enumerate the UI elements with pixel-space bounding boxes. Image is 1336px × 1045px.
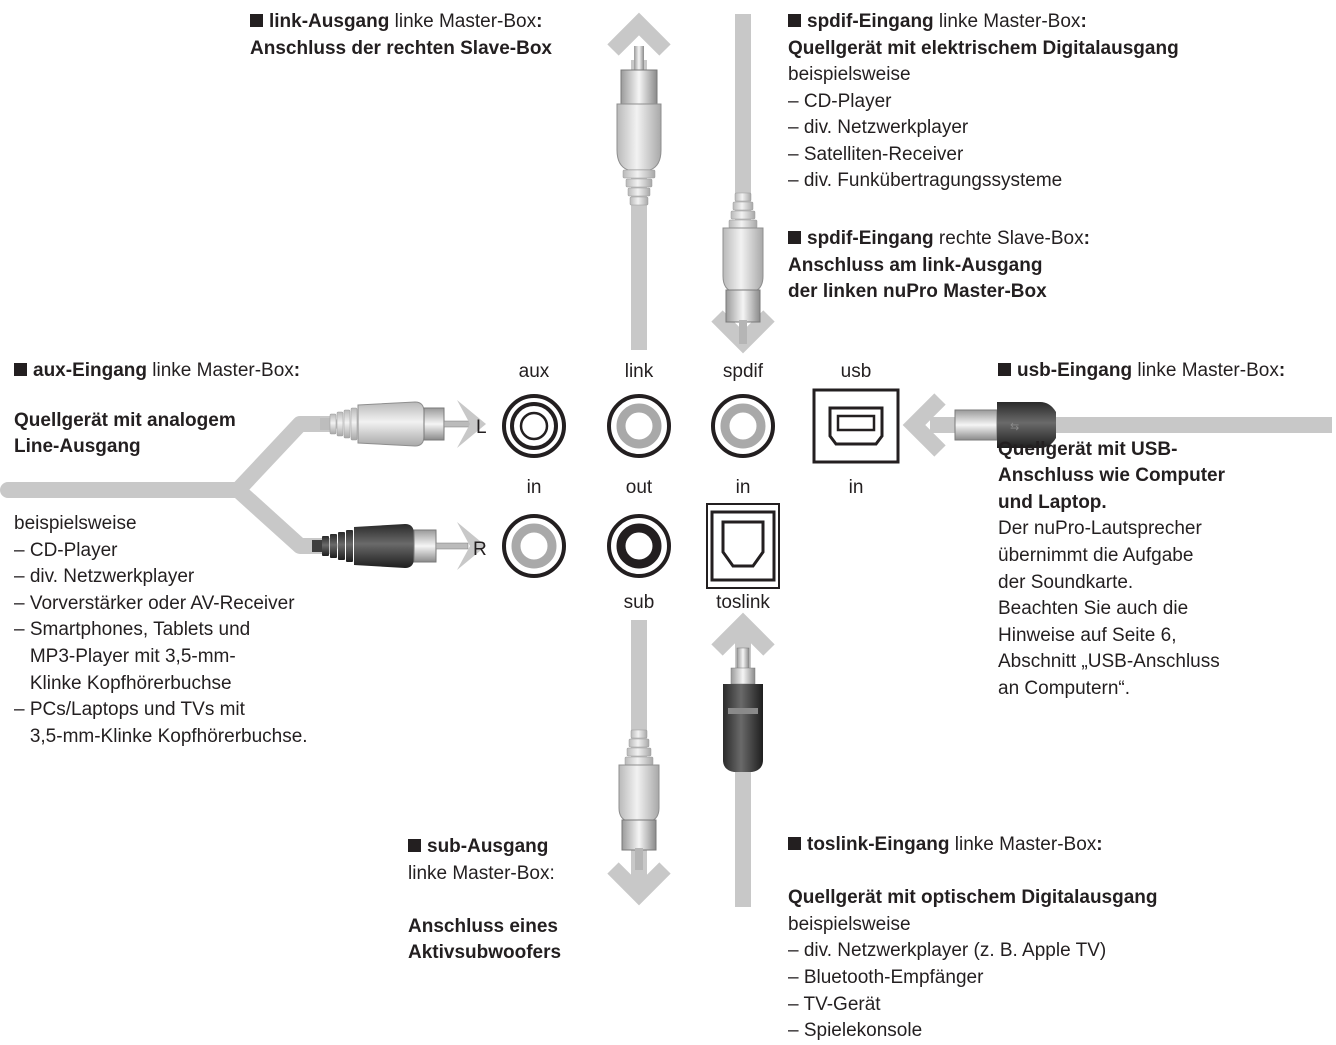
toslink-input-description: toslink-Eingang linke Master-Box: Quellg… [788,832,1158,1045]
link-output-cable [607,12,671,350]
square-bullet-icon [788,14,801,27]
square-bullet-icon [788,837,801,850]
text-line: Quellgerät mit elektrischem Digitalausga… [788,37,1179,59]
sub-output-description: sub-Ausgang linke Master-Box: Anschluss … [408,834,561,967]
text-line: Der nuPro-Lautsprecher [998,518,1202,540]
text-line: Aktivsubwoofers [408,942,562,963]
text-line: – div. Netzwerkplayer [788,117,969,138]
block-heading: link-Ausgang linke Master-Box: [250,9,552,36]
text-line: 3,5-mm-Klinke Kopfhörerbuchse. [14,725,308,747]
text-line: – Smartphones, Tablets und [14,619,251,641]
port-label-link: link [624,361,654,382]
sub-output-cable [607,620,671,906]
text-line: linke Master-Box: [408,862,555,884]
block-heading: usb-Eingang linke Master-Box: [998,358,1285,385]
text-line: Anschluss wie Computer [998,465,1225,487]
aux-examples-list: beispielsweise – CD-Player – div. Netzwerk… [14,511,308,750]
block-heading: aux-Eingang linke Master-Box: [14,358,300,384]
aux-right-socket [502,514,566,578]
aux-left-socket [502,394,566,458]
text-line: Quellgerät mit optischem Digitalausgang [788,887,1158,909]
text-line: beispielsweise [14,513,137,534]
square-bullet-icon [788,231,801,244]
usb-cable: ⇆ [902,393,1332,457]
rca-plug-aux-right [312,524,469,568]
text-line: Klinke Kopfhörerbuchse [14,672,232,694]
text-line: – Spielekonsole [788,1020,923,1042]
port-label-aux-in: in [526,477,542,498]
text-line: – CD-Player [14,539,118,561]
text-line: an Computern“. [998,677,1131,699]
toslink-cable [711,612,775,907]
text-line: Anschluss am link-Ausgang [788,254,1043,276]
port-label-sub: sub [623,592,655,613]
port-label-spdif: spdif [722,361,764,382]
square-bullet-icon [14,363,27,376]
text-line: – PCs/Laptops und TVs mit [14,699,245,721]
block-heading: spdif-Eingang linke Master-Box: [788,9,1179,36]
text-line: Beachten Sie auch die [998,598,1189,620]
text-line: der linken nuPro Master-Box [788,281,1047,302]
port-label-toslink: toslink [716,592,770,613]
text-line: – Satelliten-Receiver [788,143,964,165]
port-label-aux: aux [518,361,550,382]
text-line: Line-Ausgang [14,436,141,457]
channel-label-left: L [476,417,487,438]
text-line: Hinweise auf Seite 6, [998,624,1177,646]
usb-input-description: usb-Eingang linke Master-Box: Quellgerät… [998,358,1285,703]
text-line: – Vorverstärker oder AV-Receiver [14,592,295,614]
text-line: Quellgerät mit USB- [998,438,1178,460]
link-socket [607,394,671,458]
text-line: Anschluss der rechten Slave-Box [250,37,552,59]
text-line: übernimmt die Aufgabe [998,544,1194,566]
link-output-description: link-Ausgang linke Master-Box: Anschluss… [250,9,552,62]
port-label-link-out: out [625,477,653,498]
square-bullet-icon [408,839,421,852]
port-label-usb: usb [840,361,872,382]
text-line: MP3-Player mit 3,5-mm- [14,645,236,667]
arrow-left-icon [457,522,486,570]
block-heading: sub-Ausgang [408,834,561,861]
usb-b-socket-icon [812,388,900,464]
port-label-spdif-in: in [735,477,751,498]
text-line [788,859,1158,886]
channel-label-right: R [473,539,487,560]
block-heading: spdif-Eingang rechte Slave-Box: [788,226,1090,253]
text-line: beispielsweise [788,64,911,85]
text-line [408,887,561,914]
text-line: und Laptop. [998,491,1107,513]
text-line: der Soundkarte. [998,571,1134,593]
text-line: – Bluetooth-Empfänger [788,966,984,988]
text-line: Abschnitt „USB-Anschluss [998,651,1220,673]
svg-text:⇆: ⇆ [1010,420,1019,433]
arrow-left-icon [457,400,486,448]
text-line: – CD-Player [788,90,892,112]
square-bullet-icon [250,14,263,27]
spdif-socket [711,394,775,458]
port-label-usb-in: in [848,477,864,498]
text-line: – div. Netzwerkplayer (z. B. Apple TV) [788,940,1107,962]
sub-socket [607,514,671,578]
square-bullet-icon [998,363,1011,376]
text-line: Quellgerät mit analogem [14,410,236,431]
aux-input-description: aux-Eingang linke Master-Box: Quellgerät… [14,358,300,460]
text-line: – div. Netzwerkplayer [14,566,195,588]
block-heading: toslink-Eingang linke Master-Box: [788,832,1158,859]
spdif-master-description: spdif-Eingang linke Master-Box: Quellger… [788,9,1179,195]
spdif-slave-description: spdif-Eingang rechte Slave-Box: Anschlus… [788,226,1090,306]
text-line: Anschluss eines [408,915,558,937]
text-line: – div. Funkübertragungssysteme [788,170,1063,191]
toslink-socket-icon [706,503,780,589]
text-line: – TV-Gerät [788,993,881,1015]
spdif-input-cable [711,14,775,354]
text-line: beispielsweise [788,913,911,935]
rca-plug-aux-left [320,401,475,447]
